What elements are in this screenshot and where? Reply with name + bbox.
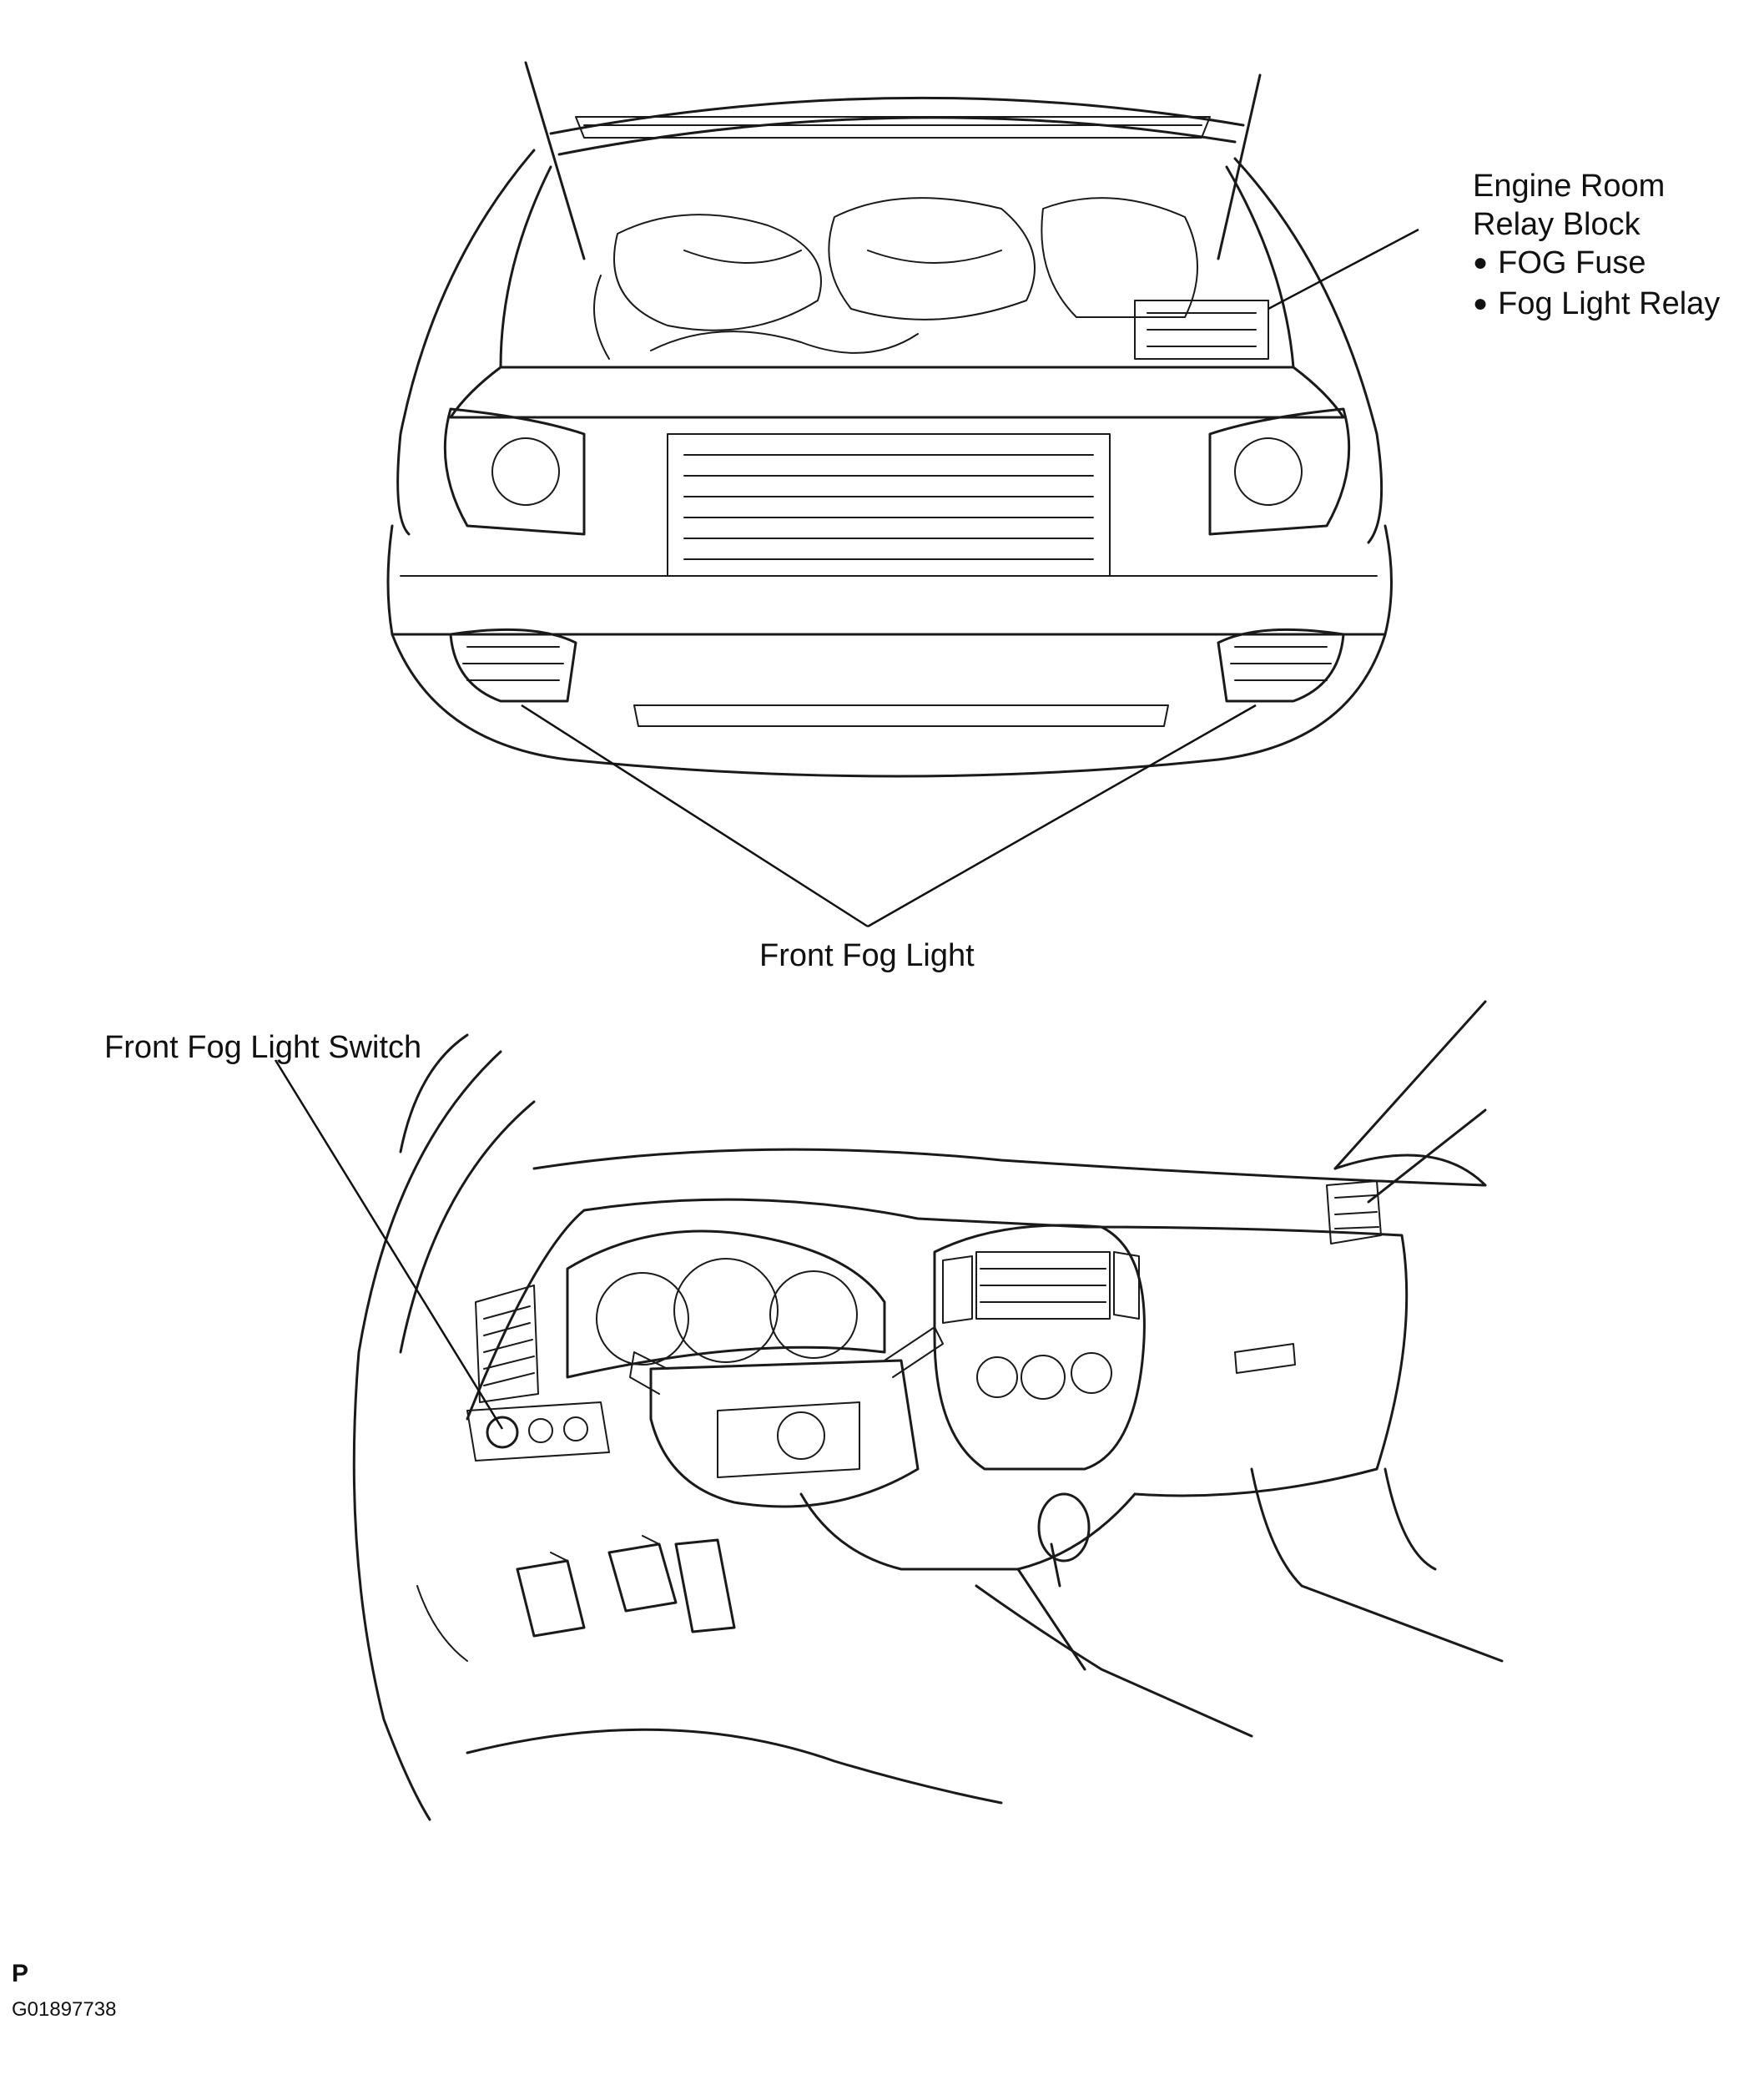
front-fog-light-switch-label: Front Fog Light Switch [104, 1030, 422, 1065]
fog-light-relay-text: Fog Light Relay [1498, 286, 1721, 321]
fog-light-relay-label: Fog Light Relay [1473, 285, 1720, 326]
front-fog-light-right [1217, 628, 1345, 703]
dashboard-illustration [352, 1000, 1504, 1821]
relay-block-leader [1268, 228, 1419, 310]
relay-block-label-line2: Relay Block [1473, 207, 1641, 242]
fog-light-leader-left [521, 704, 869, 928]
fog-switch-leader [274, 1059, 504, 1430]
relay-block-label-line1: Engine Room [1473, 169, 1666, 204]
fog-fuse-label: FOG Fuse [1473, 244, 1720, 285]
front-fog-light-label: Front Fog Light [759, 938, 975, 973]
engine-compartment-illustration [386, 61, 1393, 778]
front-fog-light-left [449, 628, 577, 703]
page-code: P [12, 1960, 29, 1987]
fog-light-leader-right [867, 704, 1257, 928]
fog-fuse-text: FOG Fuse [1498, 245, 1646, 280]
front-fog-light-switch [486, 1416, 519, 1449]
relay-block-label: Engine Room Relay Block FOG Fuse Fog Lig… [1473, 167, 1720, 326]
figure-id: G01897738 [12, 1998, 117, 2021]
